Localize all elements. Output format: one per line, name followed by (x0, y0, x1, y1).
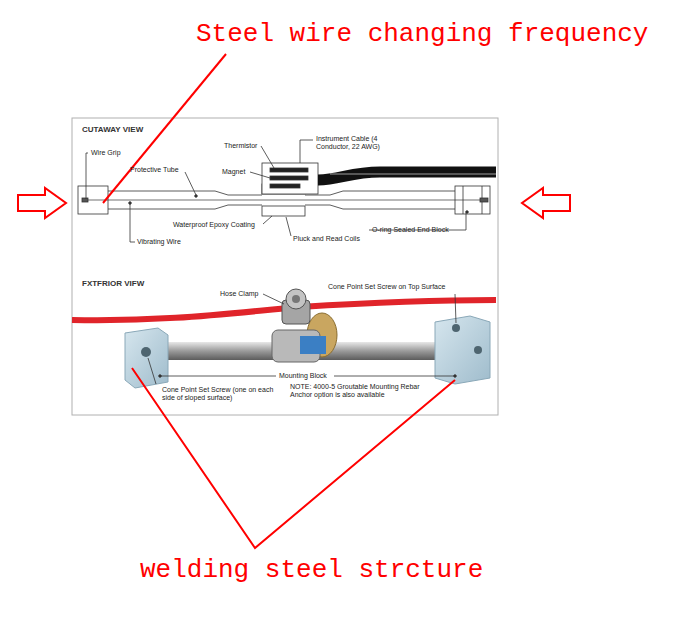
section-title: CUTAWAY VIEW (82, 125, 143, 135)
cutaway-drawing (78, 140, 490, 242)
part-name: Magnet (222, 168, 245, 176)
annotation-text: Steel wire changing frequency (196, 20, 648, 50)
hose-clamp (272, 289, 337, 362)
annotation-text: welding steel strcture (140, 556, 483, 586)
part-name: O-ring Sealed End Block (372, 226, 449, 234)
instrument-cable (318, 172, 496, 180)
red-annotations (18, 54, 570, 548)
part-name: Vibrating Wire (137, 238, 181, 246)
exterior-leaders (148, 294, 456, 384)
part-name: Cone Point Set Screw (one on each side o… (162, 386, 282, 403)
part-name: Cone Point Set Screw on Top Surface (328, 283, 445, 291)
mounting-block-right (435, 316, 490, 384)
part-name: Protective Tube (130, 166, 179, 174)
part-name: Waterproof Epoxy Coating (173, 221, 255, 229)
section-title: FXTFRIOR VIFW (82, 279, 144, 289)
part-name: Pluck and Read Coils (293, 235, 360, 243)
mounting-block-left (125, 328, 168, 388)
part-name: Wire Grip (91, 149, 121, 157)
part-name: Thermistor (224, 142, 257, 150)
cable-highlight (330, 174, 496, 175)
part-name: Instrument Cable (4 Conductor, 22 AWG) (316, 135, 408, 152)
part-name: Hose Clamp (220, 290, 259, 298)
note-text: NOTE: 4000-5 Groutable Mounting Rebar An… (290, 383, 425, 400)
part-name: Mounting Block (279, 372, 327, 380)
